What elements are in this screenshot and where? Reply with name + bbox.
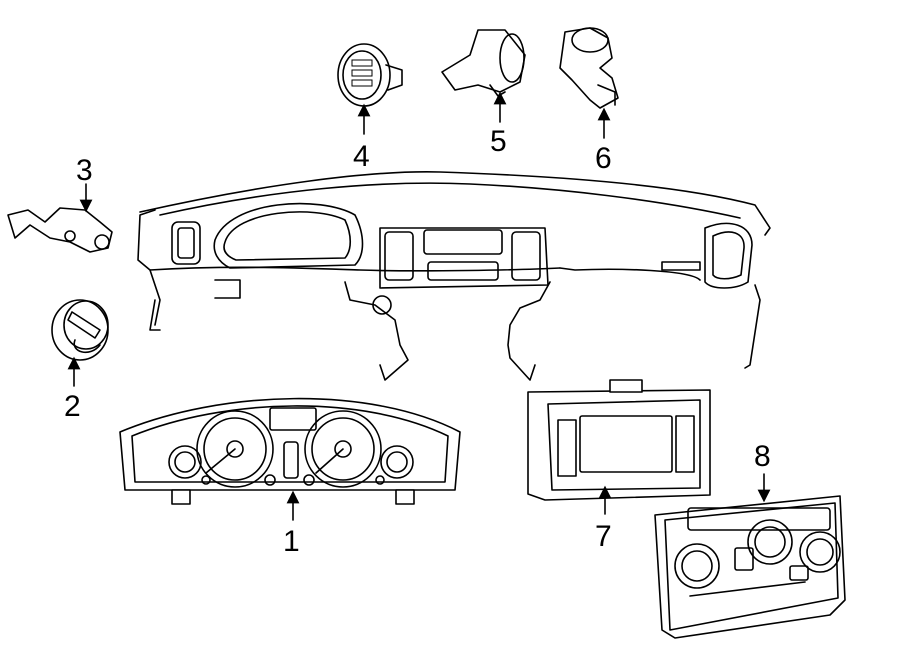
socket-connector [559, 27, 619, 109]
callout-1: 1 [283, 525, 300, 558]
callout-3: 3 [76, 154, 93, 187]
instrument-cluster [119, 397, 461, 505]
callout-5: 5 [490, 125, 507, 158]
callout-8: 8 [754, 440, 771, 473]
push-button-switch [337, 43, 403, 107]
callout-6: 6 [595, 142, 612, 175]
control-module [441, 29, 526, 97]
sensor-part [7, 207, 113, 253]
display-bezel [527, 379, 711, 501]
instrument-panel [137, 171, 771, 381]
callout-7: 7 [595, 520, 612, 553]
callout-2: 2 [64, 390, 81, 423]
headlamp-switch [51, 299, 109, 361]
climate-control-panel [654, 495, 846, 639]
callout-4: 4 [353, 140, 370, 173]
callout-leaders [67, 91, 771, 521]
